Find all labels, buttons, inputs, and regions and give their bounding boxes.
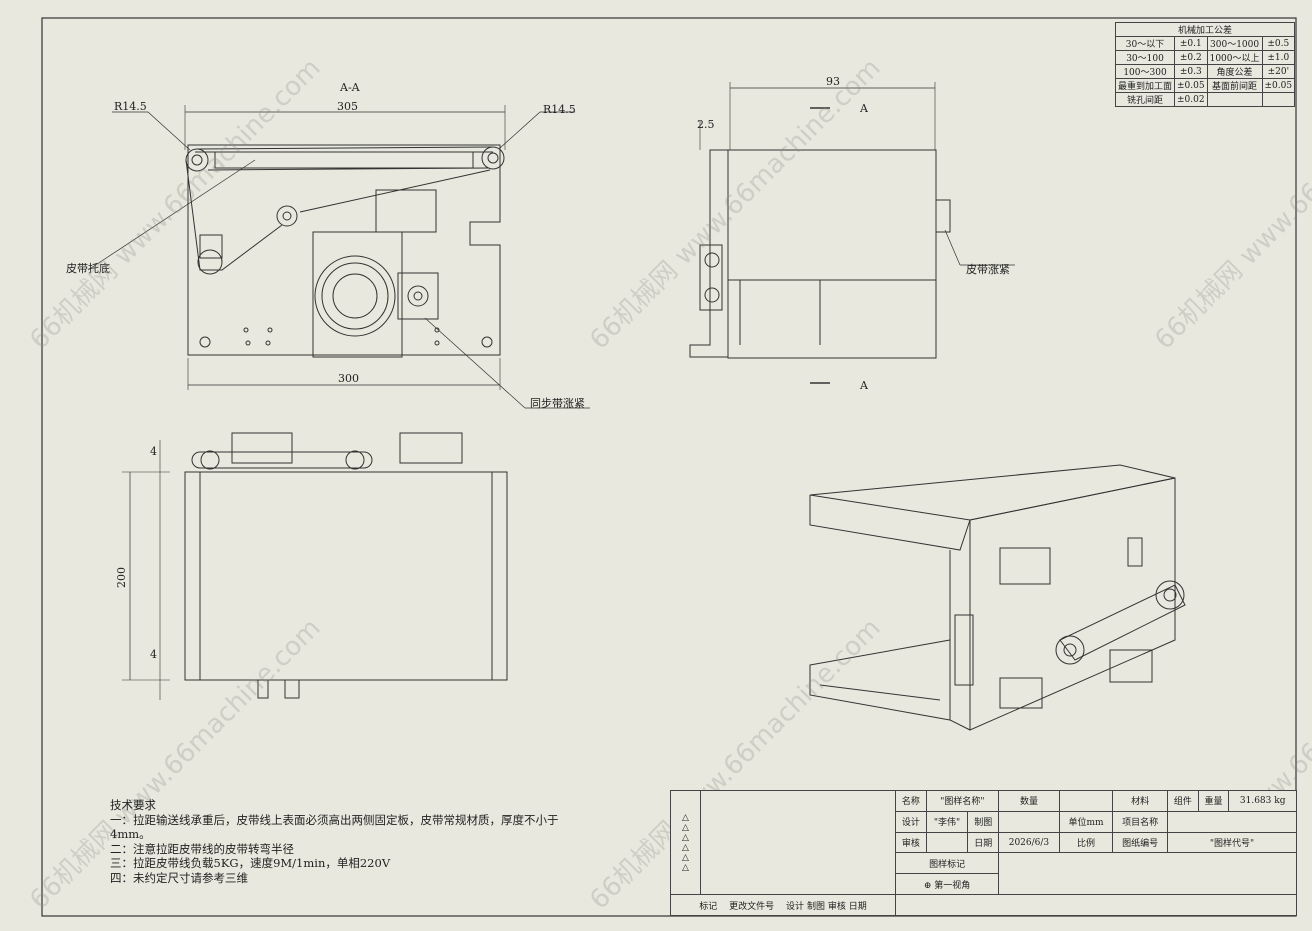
view-arrow-top: A <box>859 102 869 115</box>
unit-value: mm <box>1086 818 1104 829</box>
tolerance-cell: 铣孔间距 <box>1114 92 1176 107</box>
side-view <box>689 82 1015 384</box>
dim-93: 93 <box>826 75 840 88</box>
design-label: 设计 <box>895 810 927 833</box>
tolerance-title: 机械加工公差 <box>1114 22 1296 37</box>
tolerance-cell: 100～300 <box>1114 64 1176 79</box>
date-label: 日期 <box>967 831 1000 854</box>
view-arrow-bottom: A <box>859 379 869 392</box>
projection-text: 第一视角 <box>934 880 971 891</box>
tolerance-cell: 300～1000 <box>1206 36 1263 51</box>
dim-200: 200 <box>115 567 128 588</box>
notes-title: 技术要求 <box>110 798 156 812</box>
tolerance-cell: ±0.02 <box>1174 92 1208 107</box>
drawing-no-value: "图样代号" <box>1166 831 1298 854</box>
sheet-mark-label: 图样标记 <box>894 852 1000 875</box>
top-view <box>122 432 508 700</box>
review-label: 审核 <box>895 831 927 854</box>
tolerance-cell: 30～100 <box>1114 50 1176 65</box>
date-value: 2026/6/3 <box>998 831 1060 854</box>
title-block: △△△△△△ 名称 "图样名称" 数量 材料 组件 重量 31.683 kg 设… <box>670 789 1298 916</box>
tolerance-cell: ±0.3 <box>1174 64 1208 79</box>
tolerance-cell: 最重到加工面 <box>1114 78 1176 93</box>
radius-left: R14.5 <box>114 100 147 113</box>
weight-number: 31.683 <box>1239 795 1272 806</box>
material-value: 组件 <box>1166 790 1199 812</box>
tolerance-cell: ±0.1 <box>1174 36 1208 51</box>
tolerance-cell: 30～以下 <box>1114 36 1176 51</box>
dim-4-top: 4 <box>150 445 157 458</box>
technical-notes: 技术要求 一：拉距输送线承重后，皮带线上表面必须高出两侧固定板，皮带常规材质，厚… <box>110 798 570 886</box>
tolerance-cell: ±20' <box>1261 64 1296 79</box>
scale-label: 比例 <box>1058 831 1114 854</box>
tolerance-cell: ±1.0 <box>1261 50 1296 65</box>
dim-4-bottom: 4 <box>150 648 157 661</box>
footer-row: 标记 更改文件号 设计 制图 审核 日期 <box>670 894 896 916</box>
project-label: 项目名称 <box>1112 810 1168 833</box>
tolerance-cell: ±0.2 <box>1174 50 1208 65</box>
qty-value <box>1058 790 1114 812</box>
unit-label: 单位mm <box>1058 810 1114 833</box>
tolerance-cell: ±0.05 <box>1261 78 1296 93</box>
revision-area <box>700 789 896 896</box>
draw-label: 制图 <box>967 810 1000 833</box>
weight-label: 重量 <box>1197 790 1230 812</box>
weight-unit: kg <box>1274 795 1286 806</box>
footer-draw: 制图 <box>806 901 825 912</box>
footer-mark: 标记 <box>699 901 718 912</box>
callout-belt-tension: 皮带涨紧 <box>966 263 1010 276</box>
weight-value: 31.683 kg <box>1228 790 1297 812</box>
design-value: "李伟" <box>925 810 969 833</box>
tolerance-cell: 1000～以上 <box>1206 50 1263 65</box>
project-value <box>1166 810 1298 833</box>
dim-2-5: 2.5 <box>697 118 715 131</box>
material-label: 材料 <box>1112 790 1168 812</box>
projection-label: ⊕ 第一视角 <box>894 873 1000 896</box>
tolerance-cell <box>1206 92 1263 107</box>
footer-review: 审核 <box>827 901 846 912</box>
isometric-view <box>809 464 1186 731</box>
note-line: 三：拉距皮带线负载5KG，速度9M/1min，单相220V <box>110 856 391 871</box>
name-label: 名称 <box>895 790 927 812</box>
name-value: "图样名称" <box>925 790 1000 812</box>
tolerance-cell <box>1261 92 1296 107</box>
callout-belt-support: 皮带托底 <box>66 261 110 275</box>
sheet-border <box>41 17 1297 917</box>
unit-label-text: 单位 <box>1068 818 1087 829</box>
callout-sync-belt: 同步带涨紧 <box>530 397 585 410</box>
sheet-mark-area <box>998 852 1297 896</box>
note-line: 四：未约定尺寸请参考三维 <box>110 870 248 885</box>
drawing-no-label: 图纸编号 <box>1112 831 1168 854</box>
footer-design: 设计 <box>786 901 805 912</box>
tolerance-cell: ±0.5 <box>1261 36 1296 51</box>
front-view <box>87 105 590 409</box>
tolerance-cell: 角度公差 <box>1206 64 1263 79</box>
note-line: 二：注意拉距皮带线的皮带转弯半径 <box>110 841 294 856</box>
section-label: A-A <box>339 81 361 94</box>
note-line: 一：拉距输送线承重后，皮带线上表面必须高出两侧固定板，皮带常规材质，厚度不小于4… <box>110 812 559 842</box>
footer-blank <box>895 894 1297 916</box>
draw-value <box>998 810 1060 833</box>
dim-305: 305 <box>337 100 358 113</box>
footer-date: 日期 <box>848 901 867 912</box>
qty-label: 数量 <box>998 790 1060 812</box>
review-value <box>925 831 969 854</box>
footer-change-doc: 更改文件号 <box>729 901 775 912</box>
tolerance-cell: 基面前间距 <box>1206 78 1263 93</box>
tolerance-table: 机械加工公差 30～以下 ±0.1 300～1000 ±0.5 30～100 ±… <box>1114 22 1296 107</box>
revision-triangles: △△△△△△ <box>670 789 701 896</box>
radius-right: R14.5 <box>543 103 576 116</box>
tolerance-cell: ±0.05 <box>1174 78 1208 93</box>
dim-300: 300 <box>338 372 359 385</box>
